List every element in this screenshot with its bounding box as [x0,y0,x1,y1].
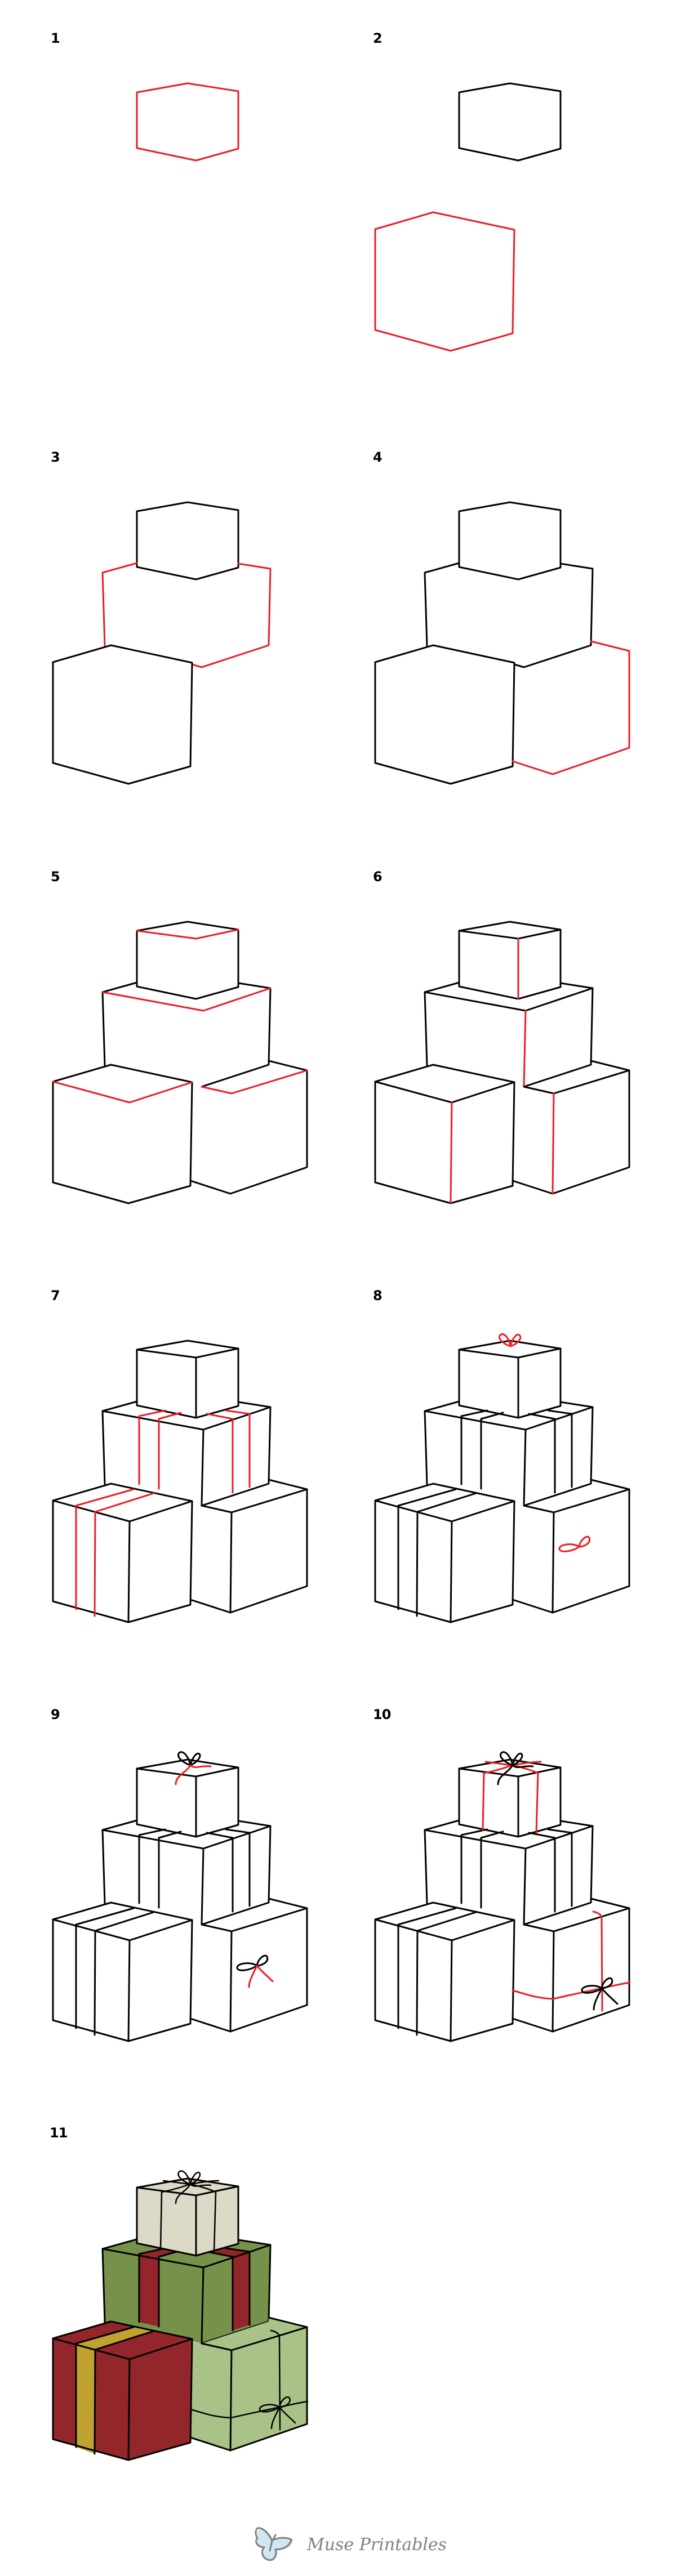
butterfly-icon [255,2527,293,2561]
step-label-1: 1 [51,30,60,46]
step-label-11: 11 [50,2125,68,2141]
step-label-6: 6 [373,869,383,885]
step-label-2: 2 [373,30,383,46]
step-4-drawing [374,501,630,785]
step-label-3: 3 [51,449,60,465]
footer-brand: Muse Printables [251,2526,447,2565]
step-10-drawing [374,1751,631,2042]
brand-name: Muse Printables [307,2535,447,2555]
step-label-10: 10 [373,1707,391,1722]
step-1-drawing [136,82,239,162]
step-label-4: 4 [373,449,383,465]
step-label-5: 5 [51,869,60,885]
step-2-drawing [374,82,562,352]
step-label-8: 8 [373,1288,383,1303]
step-8-drawing [374,1333,630,1623]
step-3-drawing [52,501,272,785]
step-label-9: 9 [51,1707,60,1722]
step-label-7: 7 [51,1288,60,1303]
step-6-drawing [374,921,630,1204]
step-5-drawing [52,921,308,1204]
step-7-drawing [52,1340,308,1623]
step-9-drawing [52,1751,308,2042]
step-11-drawing [52,2170,309,2461]
